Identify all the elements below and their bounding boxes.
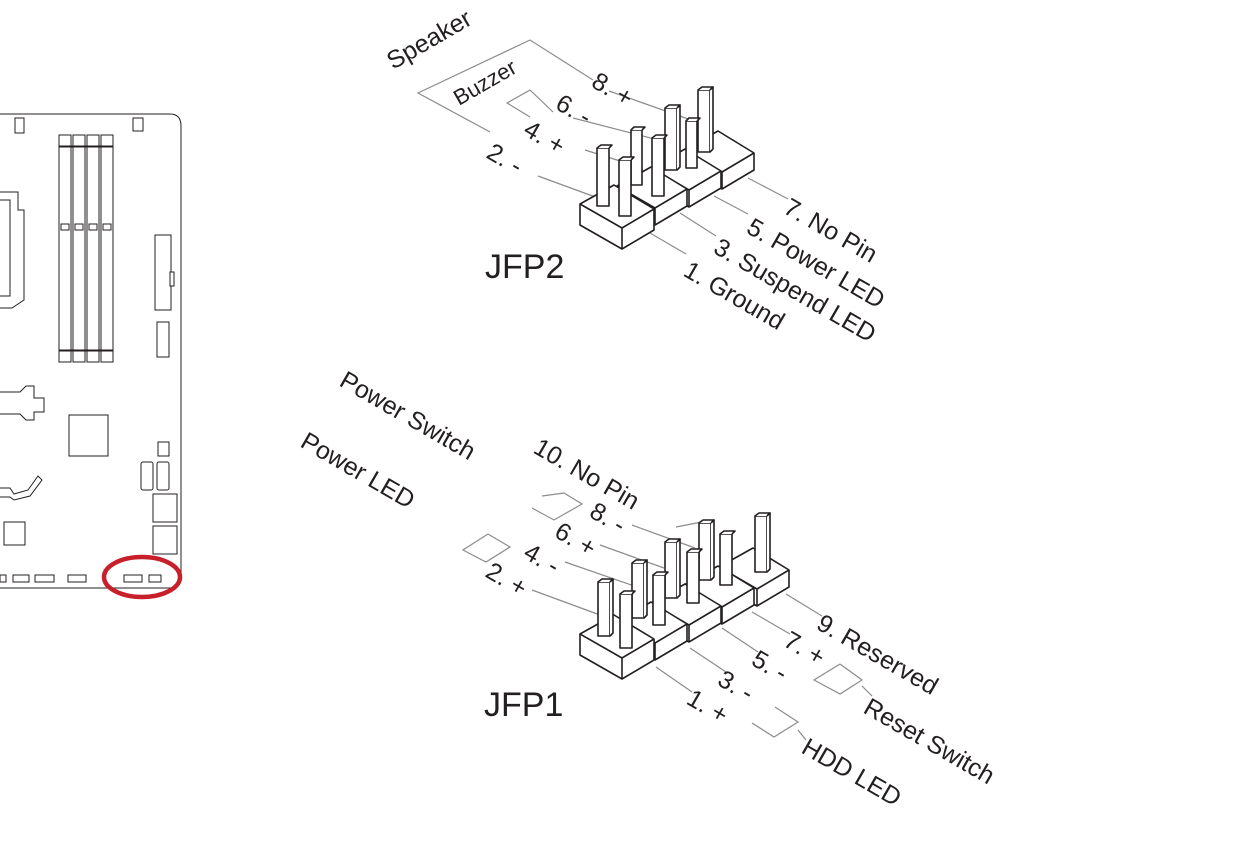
jfp2-pin2-label: 2. - (482, 138, 527, 180)
jfp1-hdd-led-label: HDD LED (797, 733, 906, 812)
jfp1-pin9-label: 9. Reserved (812, 609, 943, 701)
jfp2-pin4-label: 4. + (519, 115, 570, 160)
jfp2-pin-8 (697, 89, 711, 153)
jfp2-connector: Speaker Buzzer 8. + 6. - 4. + 2. - 7. No… (382, 4, 890, 348)
jfp1-pins (597, 512, 771, 649)
power-switch-bracket (531, 492, 584, 521)
jfp2-pin6-label: 6. - (551, 89, 596, 131)
jfp1-pin-10 (719, 533, 733, 586)
jfp1-pin-8 (698, 522, 712, 581)
jfp1-pin-2 (597, 581, 611, 637)
power-led-bracket (461, 533, 512, 563)
buzzer-bracket (505, 89, 554, 118)
jfp2-title: JFP2 (485, 248, 564, 286)
jfp1-connector: Power Switch Power LED 10. No Pin 8. - 6… (296, 366, 999, 812)
jfp1-power-led-label: Power LED (296, 427, 420, 514)
jfp1-pin-6 (664, 541, 678, 599)
jfp2-pin-6 (664, 107, 678, 171)
jfp1-pin-5 (652, 574, 666, 626)
jfp2-pin-7 (685, 120, 698, 169)
jfp1-pin-1 (619, 593, 633, 649)
jfp1-title: JFP1 (484, 686, 563, 724)
jfp1-power-switch-label: Power Switch (335, 366, 480, 466)
jfp1-pin-9 (754, 515, 768, 573)
motherboard-outline (0, 113, 182, 589)
jfp2-pin-2 (596, 147, 610, 207)
hdd-led-bracket (751, 706, 800, 738)
speaker-bracket (416, 39, 594, 133)
jfp2-speaker-label: Speaker (382, 4, 477, 75)
reset-switch-bracket (812, 663, 864, 695)
jfp2-pin-4 (651, 137, 665, 197)
jfp1-pin10-label: 10. No Pin (529, 433, 644, 516)
front-panel-highlight (101, 554, 183, 600)
jfp2-pins (596, 86, 714, 217)
jfp1-pin-7 (686, 551, 700, 604)
jfp2-pin-1 (618, 159, 632, 217)
